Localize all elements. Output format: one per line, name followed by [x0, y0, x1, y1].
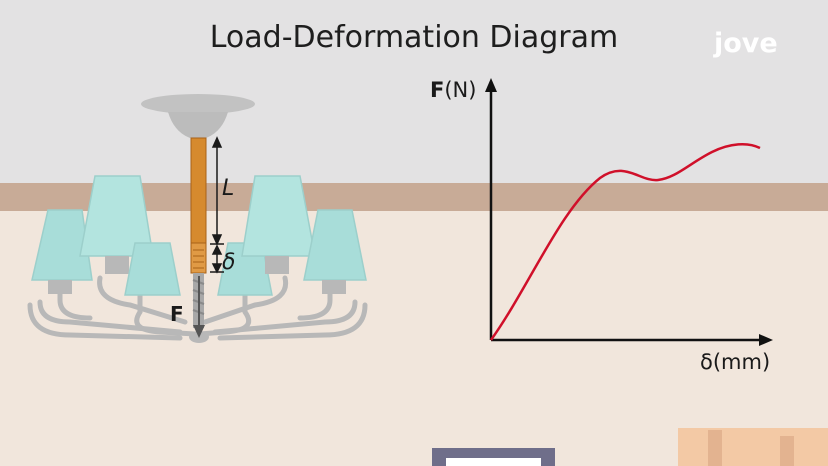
- force-arrow: [193, 276, 205, 338]
- lampshade-inner-left: [124, 242, 181, 296]
- jove-logo: jove: [714, 28, 778, 59]
- wall: [0, 0, 828, 183]
- bottom-decor: [432, 428, 828, 466]
- ceiling-mount: [141, 94, 255, 138]
- lampshade-far-left: [31, 209, 93, 281]
- x-axis-arrow: [759, 334, 773, 346]
- rod-length-label: L: [222, 176, 235, 201]
- y-axis-arrow: [485, 78, 497, 92]
- y-axis-label-symbol: F: [430, 78, 445, 102]
- page-title: Load-Deformation Diagram: [209, 20, 619, 55]
- dimension-markers: [210, 136, 224, 274]
- y-axis-label: F(N): [430, 78, 476, 102]
- chandelier-frame: [27, 267, 368, 341]
- chart-axes: [485, 78, 773, 346]
- y-axis-label-unit: (N): [444, 78, 477, 102]
- lampshades: [31, 175, 367, 296]
- x-axis-label: δ(mm): [700, 350, 771, 374]
- load-deformation-curve: [489, 143, 761, 341]
- force-label: F: [170, 302, 184, 326]
- elongation-label: δ: [222, 250, 236, 275]
- lampshade-far-right: [303, 209, 367, 281]
